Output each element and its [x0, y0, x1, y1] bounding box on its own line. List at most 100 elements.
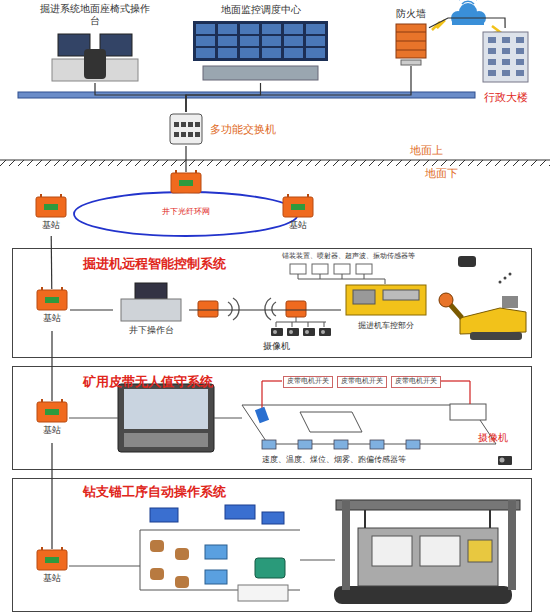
- switch-port: [174, 132, 179, 137]
- video-screen: [196, 48, 215, 58]
- machine-controller: 掘进机车控部分: [341, 281, 431, 339]
- camera-wire: [292, 322, 293, 327]
- sensor-box: [356, 264, 372, 274]
- cloud-symbol: [451, 0, 486, 25]
- node-shape: [34, 549, 70, 591]
- sensor-wire: [385, 279, 386, 284]
- camera-symbol: [287, 328, 299, 336]
- camera-lens: [289, 330, 293, 334]
- station-body: [37, 550, 67, 570]
- drill-device: [69, 566, 140, 567]
- drill-device: [205, 570, 227, 584]
- building-window: [516, 48, 524, 54]
- station-body: [283, 197, 313, 217]
- control-center: 地面监控调度中心: [188, 3, 333, 83]
- building-window: [488, 37, 496, 43]
- camera-wire: [324, 322, 325, 327]
- node-label: 防火墙: [387, 8, 435, 20]
- sensor-wire: [320, 274, 321, 279]
- drill-device: [262, 512, 284, 524]
- camera-wire: [296, 317, 297, 322]
- operator-console: 掘进系统地面座椅式操作台: [40, 3, 150, 83]
- node-label: 井下操作台: [113, 325, 189, 335]
- video-screen: [284, 24, 303, 34]
- switch-port: [181, 132, 186, 137]
- node-shape: [66, 172, 306, 238]
- drilling-rig: [420, 536, 460, 566]
- wireless-wave: [233, 298, 239, 320]
- node-label: 皮带电机开关: [337, 378, 387, 385]
- drill-device: [225, 505, 255, 519]
- belt-sensor: [262, 440, 276, 449]
- station-body: [37, 402, 67, 422]
- station-antenna: [175, 170, 177, 173]
- building-window: [516, 59, 524, 65]
- system-band: 矿用皮带无人值守系统基站皮带电机开关皮带电机开关皮带电机开关: [12, 366, 532, 470]
- machine-panel: [383, 290, 419, 300]
- lightning-symbol: [432, 20, 445, 30]
- roadheader-machine: [502, 296, 518, 308]
- video-screen: [306, 24, 325, 34]
- base-station: 基站: [34, 549, 70, 591]
- belt-sensor: [334, 440, 348, 449]
- node-shape: [34, 401, 70, 443]
- wireless-wave: [272, 302, 276, 316]
- node-label: 掘进机车控部分: [341, 321, 431, 330]
- node-shape: [34, 289, 70, 331]
- video-screen: [218, 24, 237, 34]
- wireless-wave: [228, 298, 276, 320]
- drill-device: [140, 530, 141, 590]
- station-plate: [179, 180, 193, 186]
- connector-line: [189, 309, 341, 310]
- note-label: 摄像机: [478, 432, 508, 444]
- building-window: [516, 37, 524, 43]
- camera-wire: [276, 322, 326, 323]
- video-screen: [240, 24, 259, 34]
- drill-device: [140, 530, 300, 531]
- belt-conveyor: [214, 404, 496, 444]
- remote-control: [509, 273, 512, 276]
- station-plate: [45, 297, 59, 303]
- note-label: 速度、温度、煤位、烟雾、跑偏传感器等: [262, 456, 406, 465]
- roadheader-machine: [439, 293, 526, 340]
- video-screen: [306, 48, 325, 58]
- connector-line: [186, 66, 411, 112]
- drill-device: [205, 545, 227, 559]
- base-station: 基站: [34, 289, 70, 331]
- drilling-rig: [468, 540, 492, 562]
- video-screen: [306, 36, 325, 46]
- drilling-rig: [358, 528, 498, 586]
- belt-sensor: [406, 440, 420, 449]
- switch-port: [188, 132, 193, 137]
- connector-line: [95, 83, 186, 112]
- node-shape: [341, 281, 431, 339]
- sensor-wire: [298, 274, 385, 284]
- camera-symbol: [271, 328, 283, 336]
- node-label: 皮带电机开关: [283, 378, 333, 385]
- video-screen: [284, 36, 303, 46]
- switch-box: [392, 377, 441, 388]
- console-seat: [84, 49, 106, 79]
- video-screen: [218, 48, 237, 58]
- station-antenna: [60, 194, 62, 197]
- switch-box: [338, 377, 387, 388]
- station-antenna: [195, 170, 197, 173]
- building-window: [502, 37, 510, 43]
- station-plate: [44, 204, 58, 210]
- switch-box: [284, 377, 333, 388]
- building-window: [502, 59, 510, 65]
- camera-symbol: [319, 328, 331, 336]
- drill-device: [175, 576, 189, 588]
- switch-port: [181, 122, 186, 127]
- belt-conveyor: [300, 412, 362, 432]
- ground-hatch: [0, 160, 550, 166]
- node-label: 地面监控调度中心: [188, 4, 333, 16]
- network-switch: 多功能交换机: [168, 112, 204, 146]
- console-desk: [121, 299, 181, 321]
- remote-control: [458, 256, 512, 284]
- building-window: [488, 59, 496, 65]
- video-screen: [196, 36, 215, 46]
- firewall-icon: 防火墙: [393, 8, 429, 66]
